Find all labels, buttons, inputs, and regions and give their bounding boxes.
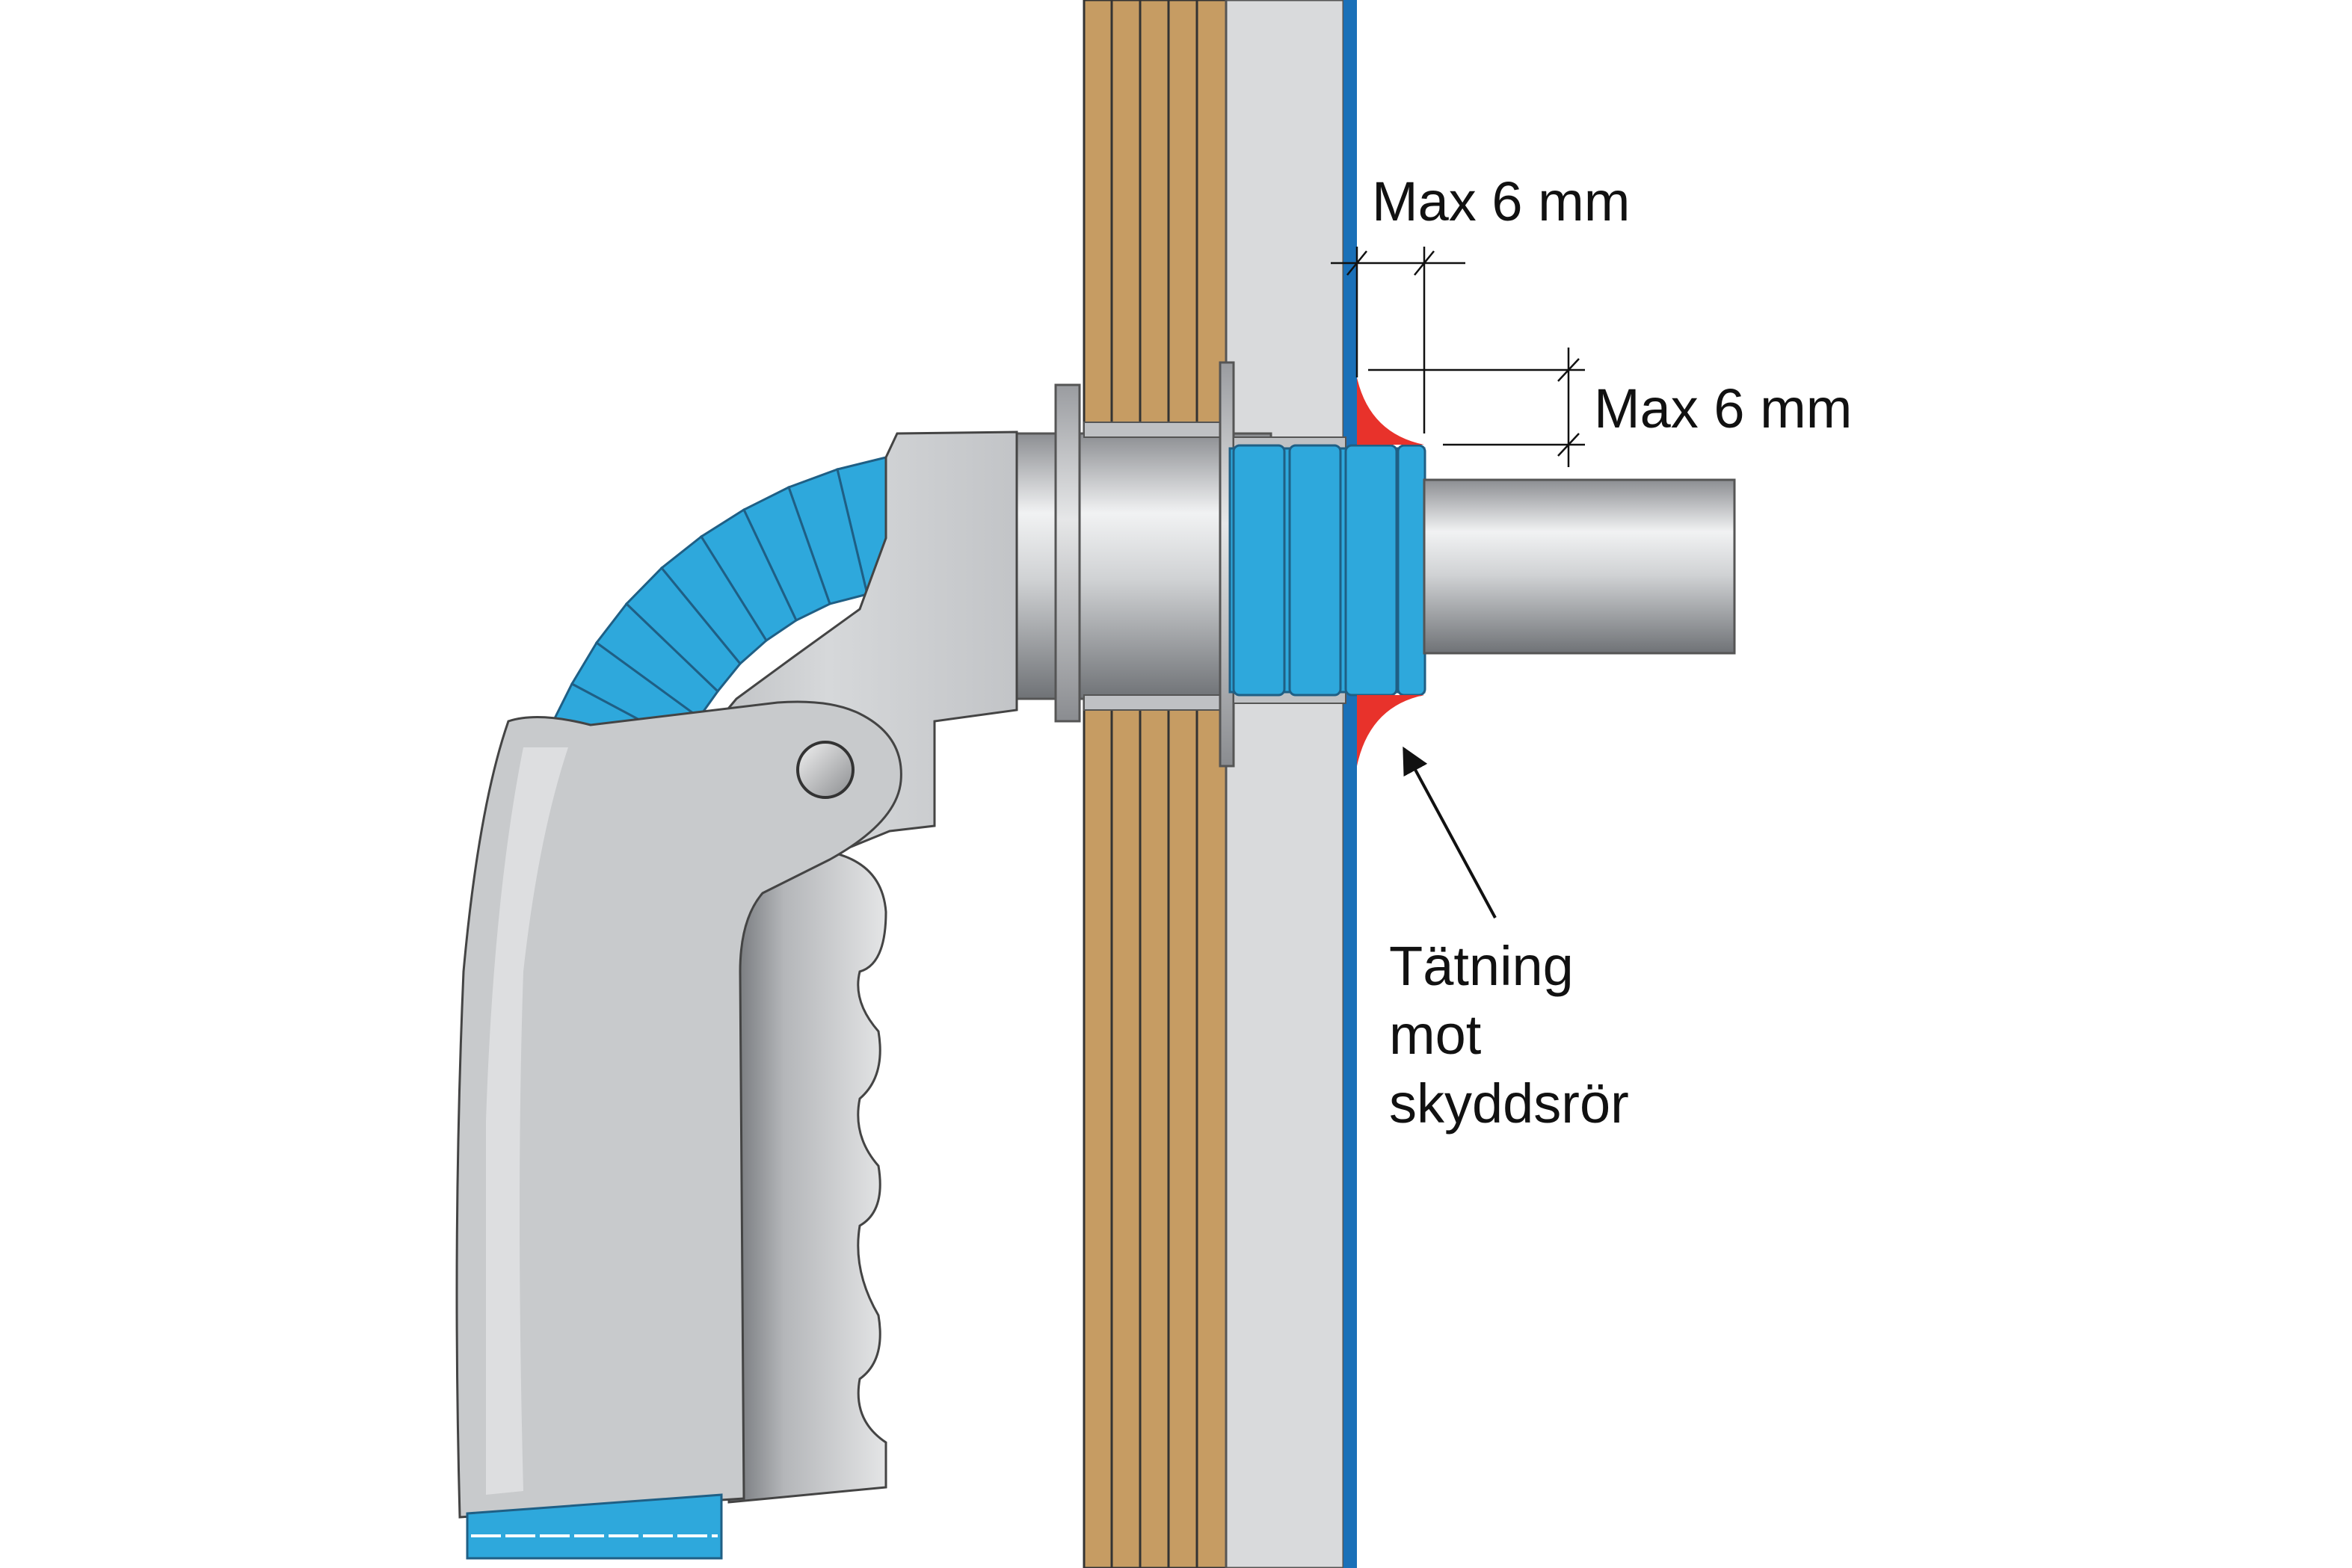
wall-opening-top (1083, 422, 1227, 438)
tool-grip (727, 851, 887, 1504)
protective-sleeve (1228, 444, 1426, 697)
seal-label-line-2: mot (1389, 1004, 1482, 1066)
dimension-vertical (1368, 348, 1585, 467)
inner-pipe (1423, 478, 1736, 655)
dimension-vertical-label: Max 6 mm (1594, 377, 1852, 439)
seal-label-line-3: skyddsrör (1389, 1072, 1629, 1135)
pivot-pin-icon (796, 741, 855, 799)
tool-front-plate (455, 700, 902, 1519)
wood-wall-layer (1083, 0, 1228, 1568)
dimension-horizontal-label: Max 6 mm (1372, 170, 1630, 232)
seal-bottom (1357, 695, 1424, 766)
dimension-horizontal (1331, 247, 1465, 433)
flange-left (1054, 383, 1081, 723)
seal-leader-arrow (1403, 746, 1497, 919)
wall-opening-bottom (1083, 694, 1227, 711)
membrane-layer (1343, 0, 1357, 1568)
seal-label-line-1: Tätning (1389, 935, 1574, 997)
seal-top (1357, 377, 1424, 445)
gypsum-board-layer (1225, 0, 1345, 1568)
tool-plate-highlight (486, 747, 568, 1495)
corrugated-base (466, 1493, 723, 1560)
